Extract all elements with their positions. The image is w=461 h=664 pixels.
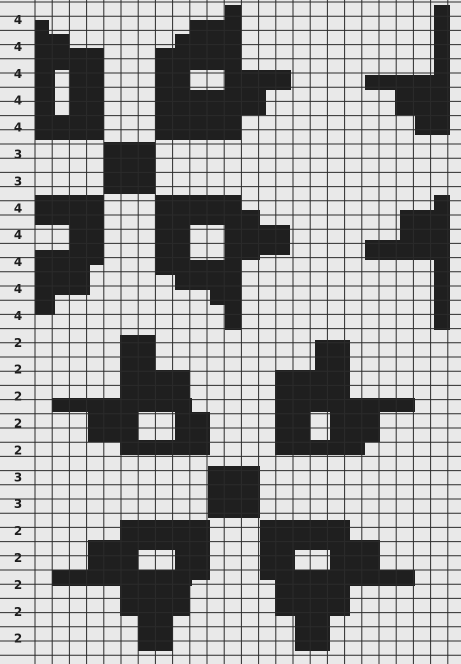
row-label: 4 [14,282,22,296]
row-label: 4 [14,228,22,242]
filled-stitch-block [120,335,155,375]
filled-stitch-block [330,540,380,570]
row-label: 4 [14,121,22,135]
filled-stitch-block [88,412,138,442]
filled-stitch-block [155,115,241,140]
filled-stitch-block [208,466,260,518]
row-label: 2 [14,605,22,619]
row-label: 2 [14,390,22,404]
lower-connector-block [208,466,260,518]
filled-stitch-block [330,412,380,442]
filled-stitch-block [35,250,90,295]
row-label: 3 [14,470,22,484]
filled-stitch-block [88,540,138,570]
filled-stitch-block [52,570,192,586]
filled-stitch-block [35,20,49,35]
row-label: 4 [14,201,22,215]
filled-stitch-block [190,90,266,115]
filled-stitch-block [275,586,350,616]
filled-stitch-block [225,305,241,330]
row-label: 2 [14,363,22,377]
row-label: 2 [14,578,22,592]
row-label: 4 [14,309,22,323]
filled-stitch-block [415,115,450,135]
row-label: 4 [14,67,22,81]
row-label: 4 [14,40,22,54]
filled-stitch-block [395,90,450,115]
row-label: 2 [14,443,22,457]
row-label: 2 [14,551,22,565]
row-label: 4 [14,94,22,108]
filled-stitch-block [295,616,330,651]
filled-stitch-block [225,210,260,260]
filled-stitch-block [210,290,241,305]
row-label: 2 [14,524,22,538]
row-label: 2 [14,632,22,646]
filled-stitch-block [175,34,241,49]
filled-stitch-block [190,20,241,35]
filled-stitch-block [365,75,450,90]
row-label: 3 [14,148,22,162]
row-label: 4 [14,13,22,27]
